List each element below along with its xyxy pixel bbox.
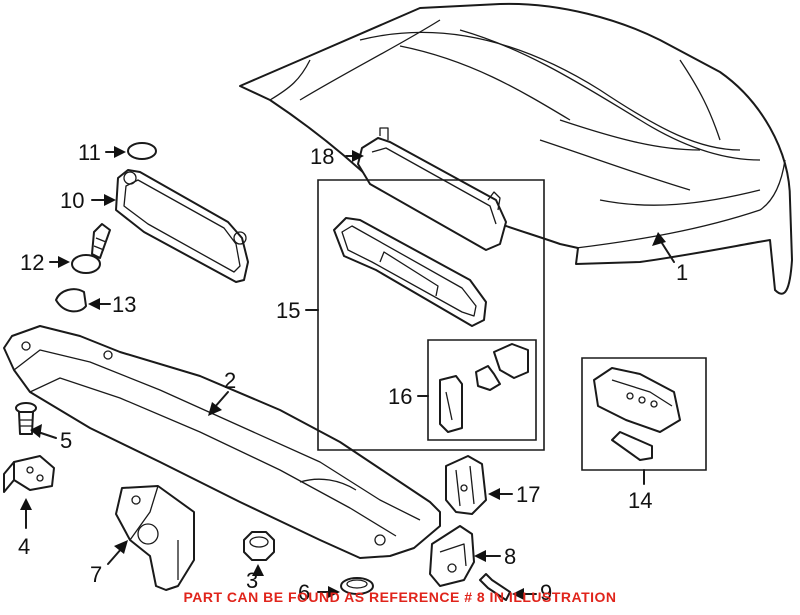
part-clip-17: [445, 455, 487, 515]
callout-10: 10: [60, 188, 84, 213]
callout-labels: 1 2 5 4 7 3 6 8 9 10 11 12 13 14 15 16 1…: [18, 140, 688, 605]
part-bracket-8: [429, 525, 475, 587]
callout-2: 2: [224, 368, 236, 393]
part-washer-11: [127, 142, 157, 160]
part-mirror-18: [357, 127, 507, 251]
callout-15: 15: [276, 298, 300, 323]
group-box-14: [581, 357, 707, 471]
group-box-15: [317, 179, 545, 451]
callout-9: 9: [540, 580, 552, 605]
callout-16: 16: [388, 384, 412, 409]
callout-17: 17: [516, 482, 540, 507]
callout-8: 8: [504, 544, 516, 569]
footer-note: PART CAN BE FOUND AS REFERENCE # 8 IN IL…: [183, 589, 617, 605]
part-bracket-4: [3, 455, 55, 493]
group-box-16: [427, 339, 537, 441]
part-header-bar: [3, 325, 441, 559]
part-visor-frame-10: [115, 169, 249, 283]
callout-3: 3: [246, 568, 258, 593]
part-bolt-9: [479, 573, 511, 601]
callout-14: 14: [628, 488, 652, 513]
leader-lines: [20, 146, 675, 600]
callout-11: 11: [78, 140, 101, 165]
callout-18: 18: [310, 144, 334, 169]
callout-1: 1: [676, 260, 688, 285]
part-bracket-7: [115, 485, 195, 591]
callout-7: 7: [90, 562, 102, 587]
callout-13: 13: [112, 292, 136, 317]
part-nut-3: [243, 531, 275, 561]
callout-6: 6: [298, 580, 310, 605]
part-screw-12: [71, 223, 111, 274]
part-cap-13: [55, 288, 87, 313]
part-grommet-6: [340, 577, 374, 595]
part-bolt-5: [15, 402, 37, 435]
callout-4: 4: [18, 534, 30, 559]
callout-12: 12: [20, 250, 44, 275]
callout-5: 5: [60, 428, 72, 453]
